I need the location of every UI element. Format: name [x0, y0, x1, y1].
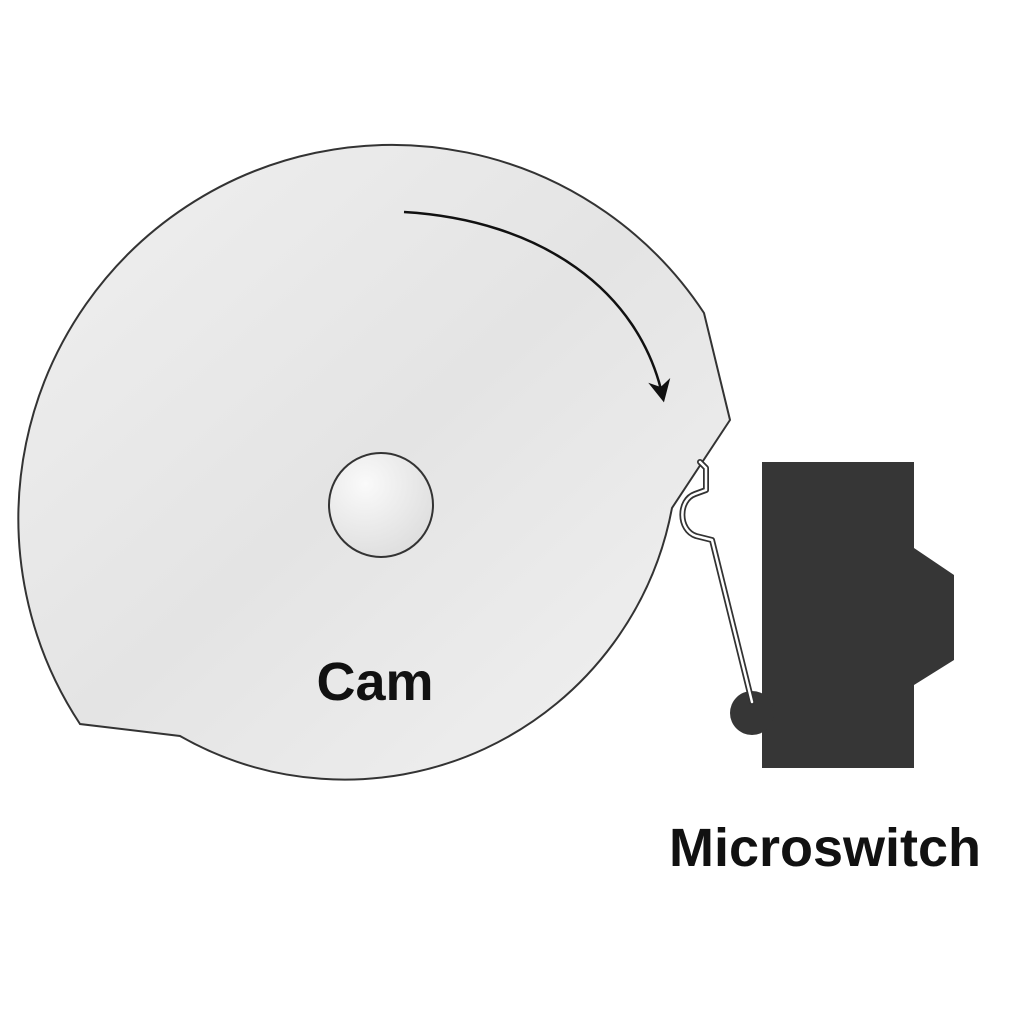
microswitch-roller	[730, 691, 774, 735]
microswitch-body	[762, 462, 954, 768]
microswitch-lever-inner	[681, 460, 754, 704]
clockwise-arrow-icon	[403, 210, 671, 403]
microswitch-label: Microswitch	[669, 818, 981, 878]
cam-label: Cam	[316, 652, 433, 712]
cam-hub	[328, 452, 434, 558]
microswitch-lever	[679, 459, 755, 705]
